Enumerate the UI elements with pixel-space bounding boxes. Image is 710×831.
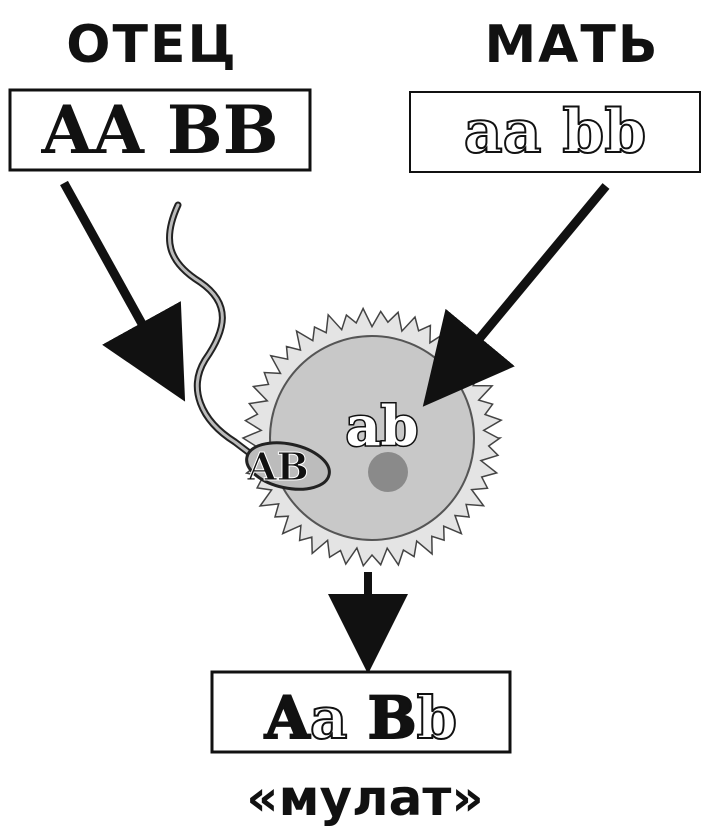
offspring-caption: «мулат» bbox=[246, 769, 483, 827]
allele-B: B bbox=[368, 684, 417, 752]
father-arrow bbox=[60, 180, 186, 402]
mother-genotype-box bbox=[409, 91, 701, 173]
sperm-genotype: AB bbox=[246, 444, 309, 489]
offspring-genotype-box bbox=[210, 670, 512, 754]
mother-arrow bbox=[422, 183, 610, 407]
allele-A: A bbox=[264, 684, 311, 752]
allele-a: a bbox=[310, 684, 348, 752]
sperm-tail bbox=[166, 201, 266, 466]
allele-b: b bbox=[417, 684, 458, 752]
father-genotype: AA BB bbox=[41, 91, 279, 169]
mother-title: МАТЬ bbox=[484, 15, 659, 75]
father-genotype-box bbox=[8, 88, 312, 172]
father-title: ОТЕЦ bbox=[66, 15, 237, 75]
egg-genotype: ab bbox=[346, 394, 419, 458]
offspring-genotype: Aa Bb bbox=[264, 684, 457, 752]
egg-nucleus bbox=[368, 452, 408, 492]
sperm-head bbox=[245, 441, 331, 491]
mother-genotype: aa bb bbox=[464, 97, 647, 167]
